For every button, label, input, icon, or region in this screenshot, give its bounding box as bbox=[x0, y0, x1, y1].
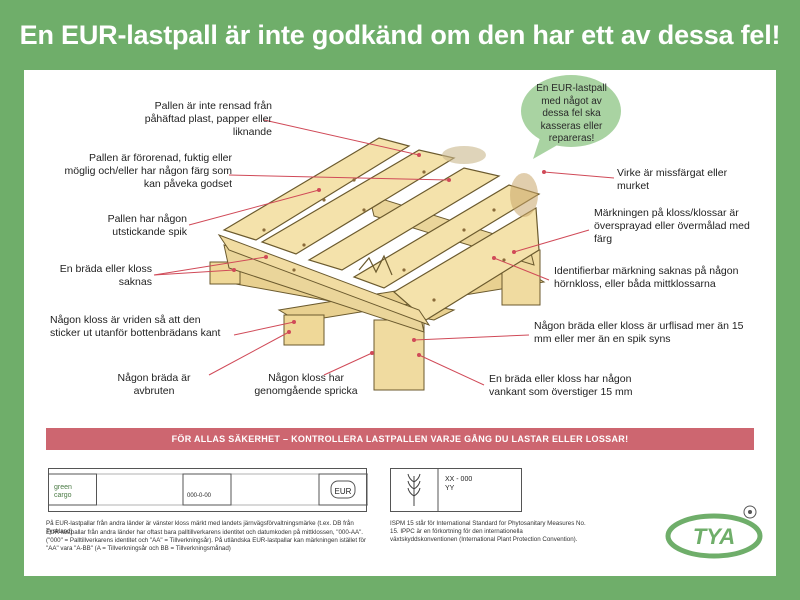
label-protruding-nail: Pallen har någon utstickande spik bbox=[107, 213, 187, 238]
nails bbox=[262, 170, 506, 302]
label-cracked-block: Någon kloss har genomgående spricka bbox=[254, 372, 358, 397]
cross-board bbox=[217, 233, 431, 327]
tya-logo-graphic: TYA bbox=[665, 505, 763, 559]
ippc-code: XX - 000 bbox=[445, 476, 473, 483]
label-wane-edge: En bräda eller kloss har någon vankant s… bbox=[489, 373, 633, 398]
leader-dots bbox=[232, 153, 546, 357]
eur-mark: EUR bbox=[334, 487, 352, 496]
footnote-ispm15: ISPM 15 står för International Standard … bbox=[390, 520, 586, 543]
label-broken-board: Någon bräda är avbruten bbox=[117, 372, 191, 397]
label-marking-painted: Märkningen på kloss/klossar är överspray… bbox=[594, 207, 750, 245]
discoloured-wood bbox=[510, 173, 538, 217]
broken-board bbox=[358, 254, 393, 276]
page-title: En EUR-lastpall är inte godkänd om den h… bbox=[19, 19, 781, 50]
leader-lines bbox=[153, 119, 615, 386]
label-missing-board: En bräda eller kloss saknas bbox=[59, 263, 152, 288]
tya-logo-text: TYA bbox=[693, 524, 735, 549]
tya-logo: TYA bbox=[664, 500, 764, 570]
footnote-date-code: EUR-lastpallar från andra länder har oft… bbox=[46, 529, 367, 552]
pallet-illustration bbox=[153, 119, 615, 391]
bubble-text: En EUR-lastpall med något av dessa fel s… bbox=[536, 83, 607, 144]
header: En EUR-lastpall är inte godkänd om den h… bbox=[0, 0, 800, 70]
safety-banner-text: FÖR ALLAS SÄKERHET – KONTROLLERA LASTPAL… bbox=[171, 434, 629, 444]
mould-stain bbox=[442, 146, 486, 164]
label-plastic: Pallen är inte rensad från påhäftad plas… bbox=[144, 100, 272, 138]
ippc-year: YY bbox=[445, 485, 455, 492]
safety-banner: FÖR ALLAS SÄKERHET – KONTROLLERA LASTPAL… bbox=[46, 428, 754, 450]
label-missing-marking: Identifierbar märkning saknas på någon h… bbox=[554, 265, 739, 290]
block bbox=[283, 314, 325, 346]
ippc-marking-diagram bbox=[390, 468, 522, 512]
block-code: 000-0-00 bbox=[187, 493, 212, 499]
top-board bbox=[307, 167, 501, 271]
top-board bbox=[222, 137, 411, 241]
label-discoloured: Virke är missfärgat eller murket bbox=[617, 167, 728, 192]
label-contaminated: Pallen är förorenad, fuktig eller möglig… bbox=[64, 152, 232, 190]
green-cargo-logo-bottom: cargo bbox=[54, 492, 72, 499]
label-splintered: Någon bräda eller kloss är urflisad mer … bbox=[534, 320, 744, 345]
block-marking-diagram bbox=[48, 468, 368, 512]
label-twisted-block: Någon kloss är vriden så att den sticker… bbox=[50, 314, 221, 339]
wheat-icon bbox=[407, 473, 421, 506]
bubble-shape bbox=[521, 75, 621, 159]
footnote-country-mark: På EUR-lastpallar från andra länder är v… bbox=[46, 520, 354, 535]
corner-block bbox=[373, 319, 425, 391]
content-panel: En EUR-lastpall med något av dessa fel s… bbox=[24, 70, 776, 576]
warning-bubble: En EUR-lastpall med något av dessa fel s… bbox=[519, 73, 624, 163]
green-cargo-logo-top: green bbox=[54, 484, 72, 491]
